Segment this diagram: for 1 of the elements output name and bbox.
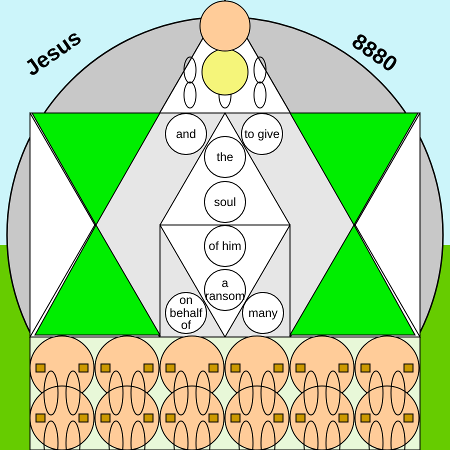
corner-label: 8880 [346, 28, 402, 78]
